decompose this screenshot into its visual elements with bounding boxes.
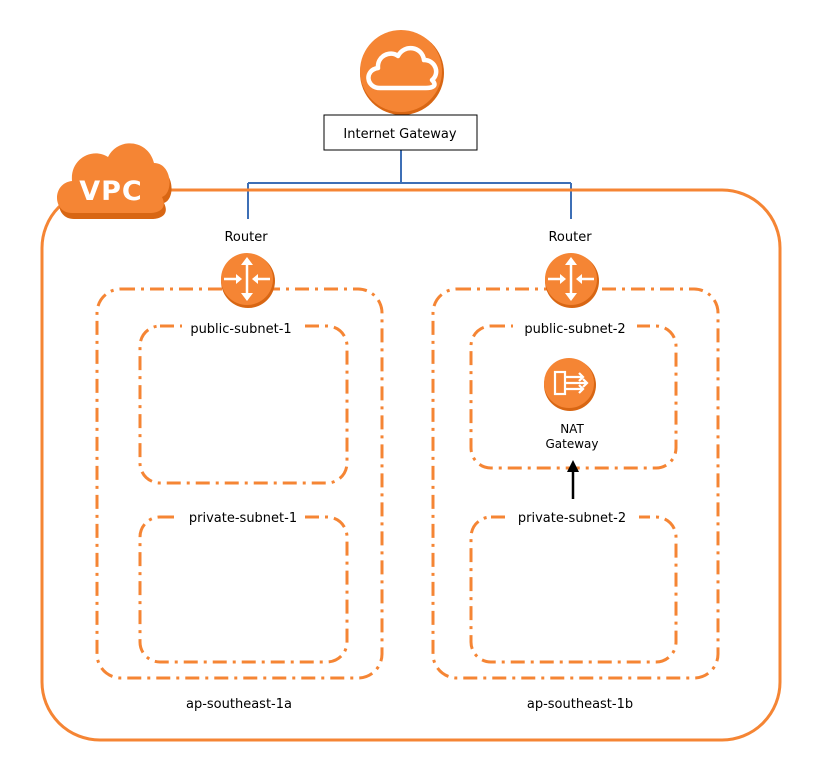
router-2-icon [545,253,599,308]
private-subnet-2-label: private-subnet-2 [518,511,626,526]
private-subnet-1-label: private-subnet-1 [189,511,297,526]
private-subnet-2-label-bg [507,508,639,528]
az-1-label: ap-southeast-1a [186,697,292,712]
public-subnet-1-box [138,324,349,485]
router-1-icon [221,253,275,308]
router-2-label: Router [548,230,592,245]
vpc-badge: VPC [57,143,172,219]
az-2-label: ap-southeast-1b [527,697,633,712]
public-subnet-1-label-bg [182,318,300,338]
internet-gateway-label-box [323,114,478,151]
nat-gateway-label-line2: Gateway [545,437,598,451]
internet-gateway-cloud-icon [360,30,444,115]
vpc-label: VPC [79,176,143,207]
nat-gateway-icon [544,358,596,411]
availability-zone-2: public-subnet-2 private-subnet-2 ap-sout… [431,230,720,712]
private-to-nat-arrow [567,460,579,499]
internet-gateway-label: Internet Gateway [343,127,456,142]
vpc-cloud-icon [57,143,172,219]
public-subnet-2-label: public-subnet-2 [524,322,625,337]
nat-gateway: NAT Gateway [544,358,599,451]
gateway-links [247,150,572,219]
private-subnet-2-box [469,515,678,664]
availability-zone-1: public-subnet-1 private-subnet-1 ap-sout… [95,230,384,712]
public-subnet-1-label: public-subnet-1 [190,322,291,337]
nat-gateway-label-line1: NAT [560,422,584,436]
internet-gateway: Internet Gateway [323,30,478,151]
private-subnet-1-label-bg [180,508,304,528]
public-subnet-2-label-bg [513,318,637,338]
vpc-boundary [40,188,782,742]
router-1-label: Router [224,230,268,245]
az-2-boundary [431,287,720,680]
private-subnet-1-box [138,515,349,664]
